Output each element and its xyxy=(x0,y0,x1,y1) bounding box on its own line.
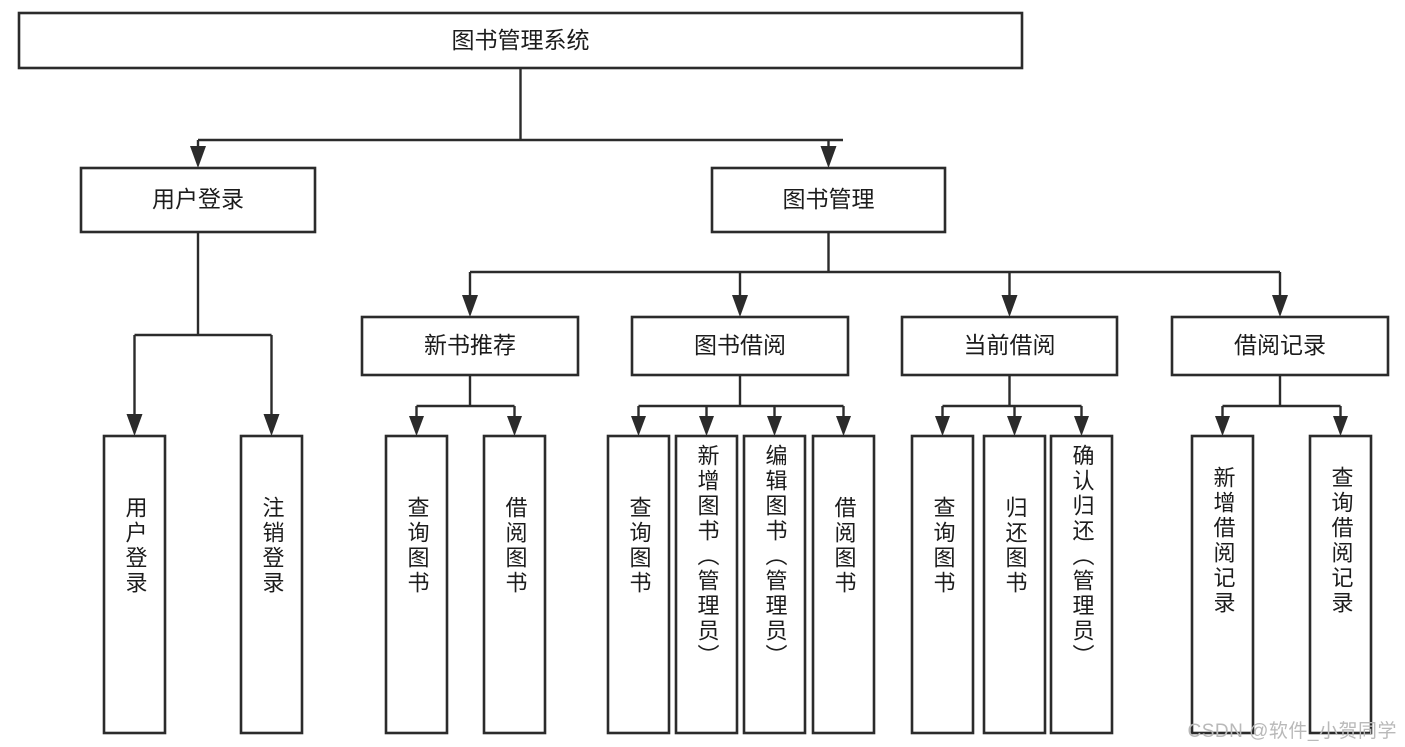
node-user-login-label: 用户登录 xyxy=(152,186,244,212)
node-leaf-user-login-box[interactable] xyxy=(102,434,167,735)
node-new-book-recommend-label: 新书推荐 xyxy=(424,332,516,358)
connector-layer xyxy=(126,68,1348,436)
connector-new-book-recommend-trunk xyxy=(415,375,516,426)
arrow-to-borrow-record xyxy=(1272,295,1288,317)
node-leaf-confirm-return-admin-box[interactable] xyxy=(1049,434,1114,735)
node-new-book-recommend[interactable]: 新书推荐 xyxy=(360,315,580,377)
node-book-borrow-box[interactable] xyxy=(630,315,850,377)
arrow-to-leaf-logout xyxy=(263,414,280,436)
node-book-management[interactable]: 图书管理 xyxy=(710,166,947,234)
node-root-label: 图书管理系统 xyxy=(452,27,590,53)
node-book-borrow[interactable]: 图书借阅 xyxy=(630,315,850,377)
arrow-to-current-borrow xyxy=(1001,295,1018,317)
arrow-to-leaf-borrow-book xyxy=(836,416,851,436)
arrow-to-leaf-query-books-borrow xyxy=(631,416,646,436)
node-book-borrow-label: 图书借阅 xyxy=(694,332,786,358)
node-layer: 图书管理系统 用户登录 图书管理 新书推荐 图书借阅 当前 xyxy=(17,11,1390,735)
node-leaf-add-borrow-record-box[interactable] xyxy=(1190,434,1255,735)
arrow-to-new-book-recommend xyxy=(462,295,478,317)
connector-borrow-record-trunk xyxy=(1221,375,1342,426)
connector-book-management-trunk xyxy=(468,232,1282,307)
node-current-borrow[interactable]: 当前借阅 xyxy=(900,315,1119,377)
node-root[interactable]: 图书管理系统 xyxy=(17,11,1024,70)
arrow-to-leaf-user-login xyxy=(126,414,143,436)
arrow-to-user-login xyxy=(190,146,206,168)
arrow-to-leaf-confirm-return-admin xyxy=(1074,416,1089,436)
node-leaf-borrow-books-rec-box[interactable] xyxy=(482,434,547,735)
node-leaf-return-book-box[interactable] xyxy=(982,434,1047,735)
node-leaf-logout-box[interactable] xyxy=(239,434,304,735)
node-leaf-query-borrow-record-box[interactable] xyxy=(1308,434,1373,735)
node-leaf-query-books-borrow-box[interactable] xyxy=(606,434,671,735)
node-user-login-box[interactable] xyxy=(79,166,317,234)
arrow-to-leaf-edit-book-admin xyxy=(767,416,782,436)
node-book-management-label: 图书管理 xyxy=(783,186,875,212)
leaf-boxes xyxy=(102,434,1373,735)
connector-root-trunk xyxy=(196,68,843,158)
node-borrow-record[interactable]: 借阅记录 xyxy=(1170,315,1390,377)
node-new-book-recommend-box[interactable] xyxy=(360,315,580,377)
node-leaf-add-book-admin-box[interactable] xyxy=(674,434,739,735)
node-book-management-box[interactable] xyxy=(710,166,947,234)
node-leaf-query-books-rec-box[interactable] xyxy=(384,434,449,735)
arrow-to-leaf-return-book xyxy=(1007,416,1022,436)
node-leaf-borrow-book-box[interactable] xyxy=(811,434,876,735)
node-borrow-record-box[interactable] xyxy=(1170,315,1390,377)
node-leaf-edit-book-admin-box[interactable] xyxy=(742,434,807,735)
arrow-to-leaf-borrow-books-rec xyxy=(507,416,522,436)
node-user-login[interactable]: 用户登录 xyxy=(79,166,317,234)
node-leaf-query-books-current-box[interactable] xyxy=(910,434,975,735)
arrow-to-leaf-add-book-admin xyxy=(699,416,714,436)
node-borrow-record-label: 借阅记录 xyxy=(1234,332,1326,358)
connector-book-borrow-trunk xyxy=(637,375,845,426)
arrow-to-leaf-query-books-rec xyxy=(409,416,424,436)
arrow-to-leaf-query-borrow-record xyxy=(1333,416,1348,436)
csdn-watermark: CSDN @软件_小贺同学 xyxy=(1187,721,1397,742)
node-current-borrow-box[interactable] xyxy=(900,315,1119,377)
arrow-to-book-borrow xyxy=(732,295,748,317)
connector-user-login-trunk xyxy=(133,232,273,426)
node-current-borrow-label: 当前借阅 xyxy=(964,332,1056,358)
node-root-box[interactable] xyxy=(17,11,1024,70)
arrow-to-leaf-query-books-current xyxy=(935,416,950,436)
arrow-to-leaf-add-borrow-record xyxy=(1215,416,1230,436)
arrow-to-book-management xyxy=(820,146,837,168)
